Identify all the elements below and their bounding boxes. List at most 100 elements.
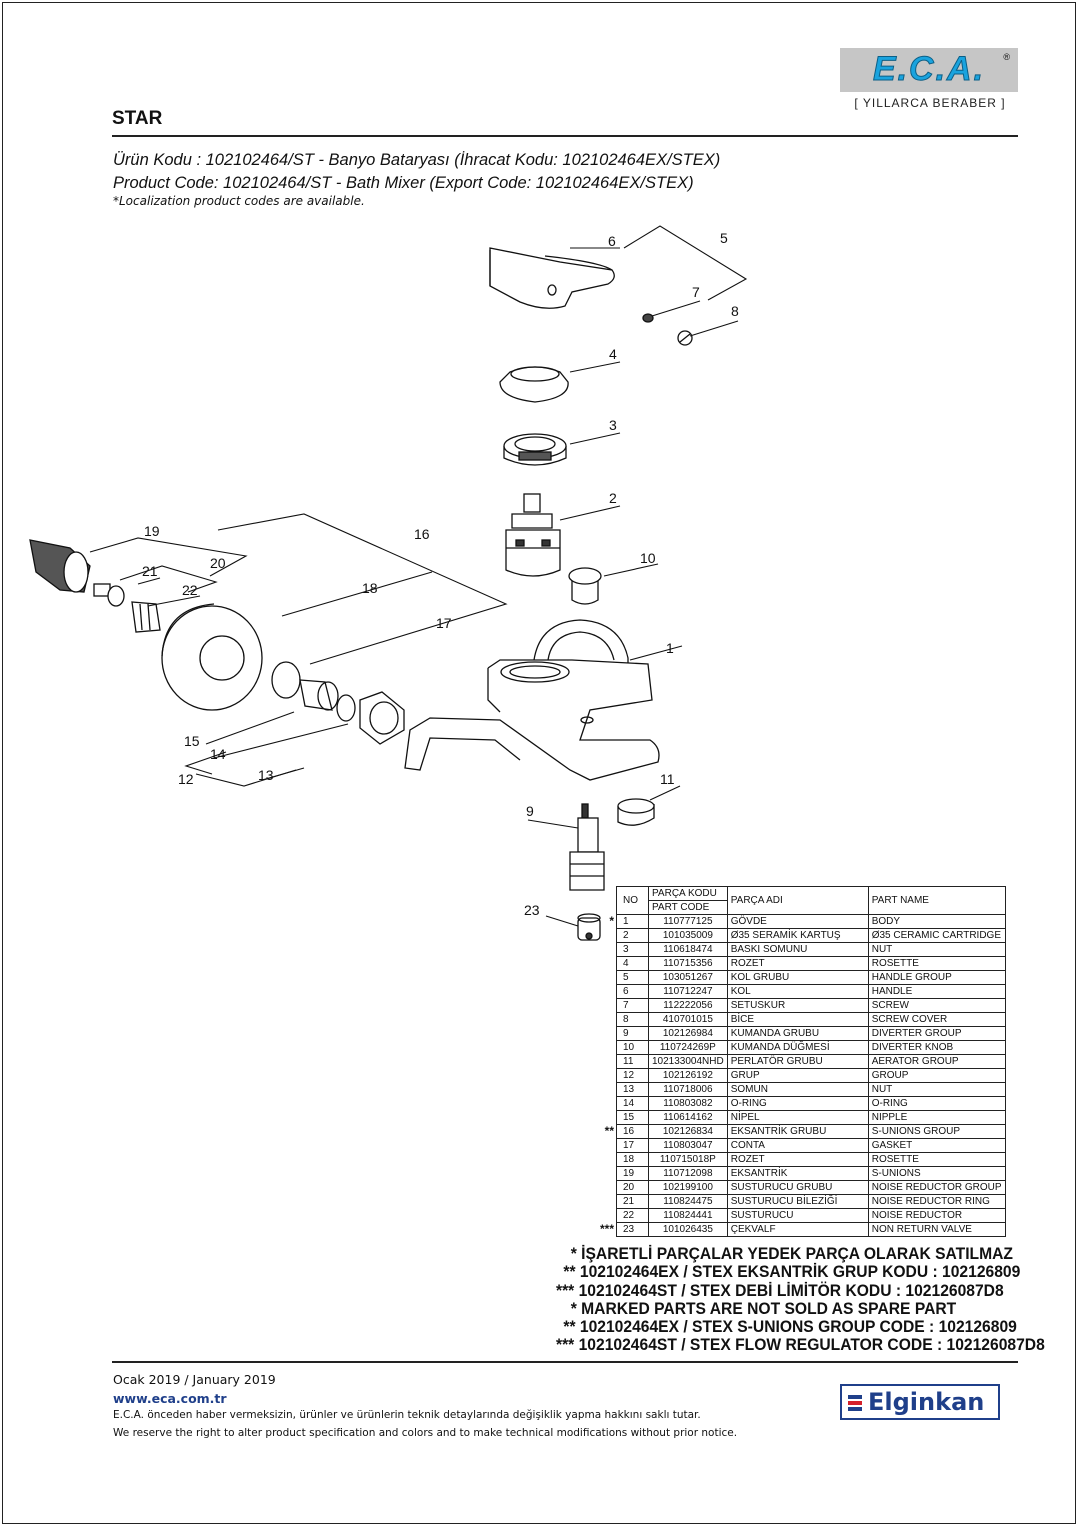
header-divider <box>112 135 1018 137</box>
product-code-tr: Ürün Kodu : 102102464/ST - Banyo Batarya… <box>113 151 721 169</box>
callout-6: 6 <box>608 233 616 249</box>
cell-en: BODY <box>867 914 1006 929</box>
cell-tr: PERLATÖR GRUBU <box>726 1054 869 1069</box>
cell-en: NUT <box>867 942 1006 957</box>
handle-part <box>489 247 615 309</box>
cell-code: 110715018P <box>648 1152 728 1167</box>
cell-tr: BİCE <box>726 1012 869 1027</box>
cell-en: ROSETTE <box>867 1152 1006 1167</box>
cell-no: 10 <box>616 1040 649 1055</box>
cell-tr: SUSTURUCU <box>726 1208 869 1223</box>
callout-3: 3 <box>609 417 617 433</box>
row-mark: * <box>609 914 614 928</box>
note-en-3: *** 102102464ST / STEX FLOW REGULATOR CO… <box>556 1335 1045 1355</box>
cell-en: GASKET <box>867 1138 1006 1153</box>
cell-no: 12 <box>616 1068 649 1083</box>
cell-no: 8 <box>616 1012 649 1027</box>
noise-reductor-part <box>131 601 161 633</box>
aerator-part <box>617 798 655 826</box>
cell-code: 102199100 <box>648 1180 728 1195</box>
cell-no: 4 <box>616 956 649 971</box>
gasket-part <box>271 661 301 699</box>
cell-code: 110803082 <box>648 1096 728 1111</box>
cell-no: 1 <box>616 914 649 929</box>
footer-disclaimer-en: We reserve the right to alter product sp… <box>113 1427 738 1439</box>
cell-code: 110777125 <box>648 914 728 929</box>
cell-no: 9 <box>616 1026 649 1041</box>
cell-en: NON RETURN VALVE <box>867 1222 1006 1237</box>
eca-logo-text: E.C.A. <box>872 50 986 89</box>
callout-1: 1 <box>666 640 674 656</box>
cell-no: 19 <box>616 1166 649 1181</box>
cell-tr: KOL <box>726 984 869 999</box>
registered-mark: ® <box>1003 52 1010 62</box>
eca-logo: E.C.A. ® <box>840 48 1018 92</box>
cell-code: 110614162 <box>648 1110 728 1125</box>
cell-en: ROSETTE <box>867 956 1006 971</box>
col-no: NO <box>616 886 649 915</box>
cell-en: SCREW COVER <box>867 1012 1006 1027</box>
cell-no: 21 <box>616 1194 649 1209</box>
cell-en: NOISE REDUCTOR <box>867 1208 1006 1223</box>
cell-code: 110715356 <box>648 956 728 971</box>
cell-tr: SOMUN <box>726 1082 869 1097</box>
note-tr-2: ** 102102464EX / STEX EKSANTRİK GRUP KOD… <box>563 1262 1021 1282</box>
cell-tr: Ø35 SERAMİK KARTUŞ <box>726 928 869 943</box>
cell-no: 16 <box>616 1124 649 1139</box>
cell-code: 103051267 <box>648 970 728 985</box>
callout-23: 23 <box>524 902 540 918</box>
union-nut-part <box>359 691 405 745</box>
cell-code: 410701015 <box>648 1012 728 1027</box>
cell-no: 20 <box>616 1180 649 1195</box>
cell-tr: SUSTURUCU GRUBU <box>726 1180 869 1195</box>
row-mark: *** <box>599 1222 614 1236</box>
cell-no: 13 <box>616 1082 649 1097</box>
cell-no: 18 <box>616 1152 649 1167</box>
cell-code: 112222056 <box>648 998 728 1013</box>
cell-no: 5 <box>616 970 649 985</box>
cell-tr: ROZET <box>726 956 869 971</box>
cell-tr: EKSANTRİK <box>726 1166 869 1181</box>
body-part <box>404 619 660 781</box>
footer-website-link[interactable]: www.eca.com.tr <box>113 1391 227 1406</box>
callout-labels: 1 2 3 4 5 6 7 8 9 10 11 12 13 14 15 16 1… <box>142 230 739 918</box>
callout-10: 10 <box>640 550 656 566</box>
note-tr-3: *** 102102464ST / STEX DEBİ LİMİTÖR KODU… <box>556 1280 1004 1300</box>
cell-en: S-UNIONS GROUP <box>867 1124 1006 1139</box>
callout-7: 7 <box>692 284 700 300</box>
callout-18: 18 <box>362 580 378 596</box>
cell-tr: KUMANDA DÜĞMESİ <box>726 1040 869 1055</box>
cell-tr: GÖVDE <box>726 914 869 929</box>
callout-19: 19 <box>144 523 160 539</box>
localization-note: *Localization product codes are availabl… <box>113 194 365 208</box>
callout-2: 2 <box>609 490 617 506</box>
footer-disclaimer-tr: E.C.A. önceden haber vermeksizin, ürünle… <box>113 1409 701 1421</box>
cell-no: 17 <box>616 1138 649 1153</box>
cell-en: NIPPLE <box>867 1110 1006 1125</box>
rosette-part <box>499 366 569 403</box>
cell-tr: O-RING <box>726 1096 869 1111</box>
callout-12: 12 <box>178 771 194 787</box>
cell-no: 14 <box>616 1096 649 1111</box>
cell-en: O-RING <box>867 1096 1006 1111</box>
callout-14: 14 <box>210 746 226 762</box>
cell-no: 15 <box>616 1110 649 1125</box>
cell-tr: EKSANTRİK GRUBU <box>726 1124 869 1139</box>
cell-tr: GRUP <box>726 1068 869 1083</box>
cell-no: 6 <box>616 984 649 999</box>
cell-code: 110618474 <box>648 942 728 957</box>
elginkan-logo-text: Elginkan <box>868 1388 985 1416</box>
callout-16: 16 <box>414 526 430 542</box>
note-en-2: ** 102102464EX / STEX S-UNIONS GROUP COD… <box>563 1317 1017 1337</box>
cell-no: 23 <box>616 1222 649 1237</box>
